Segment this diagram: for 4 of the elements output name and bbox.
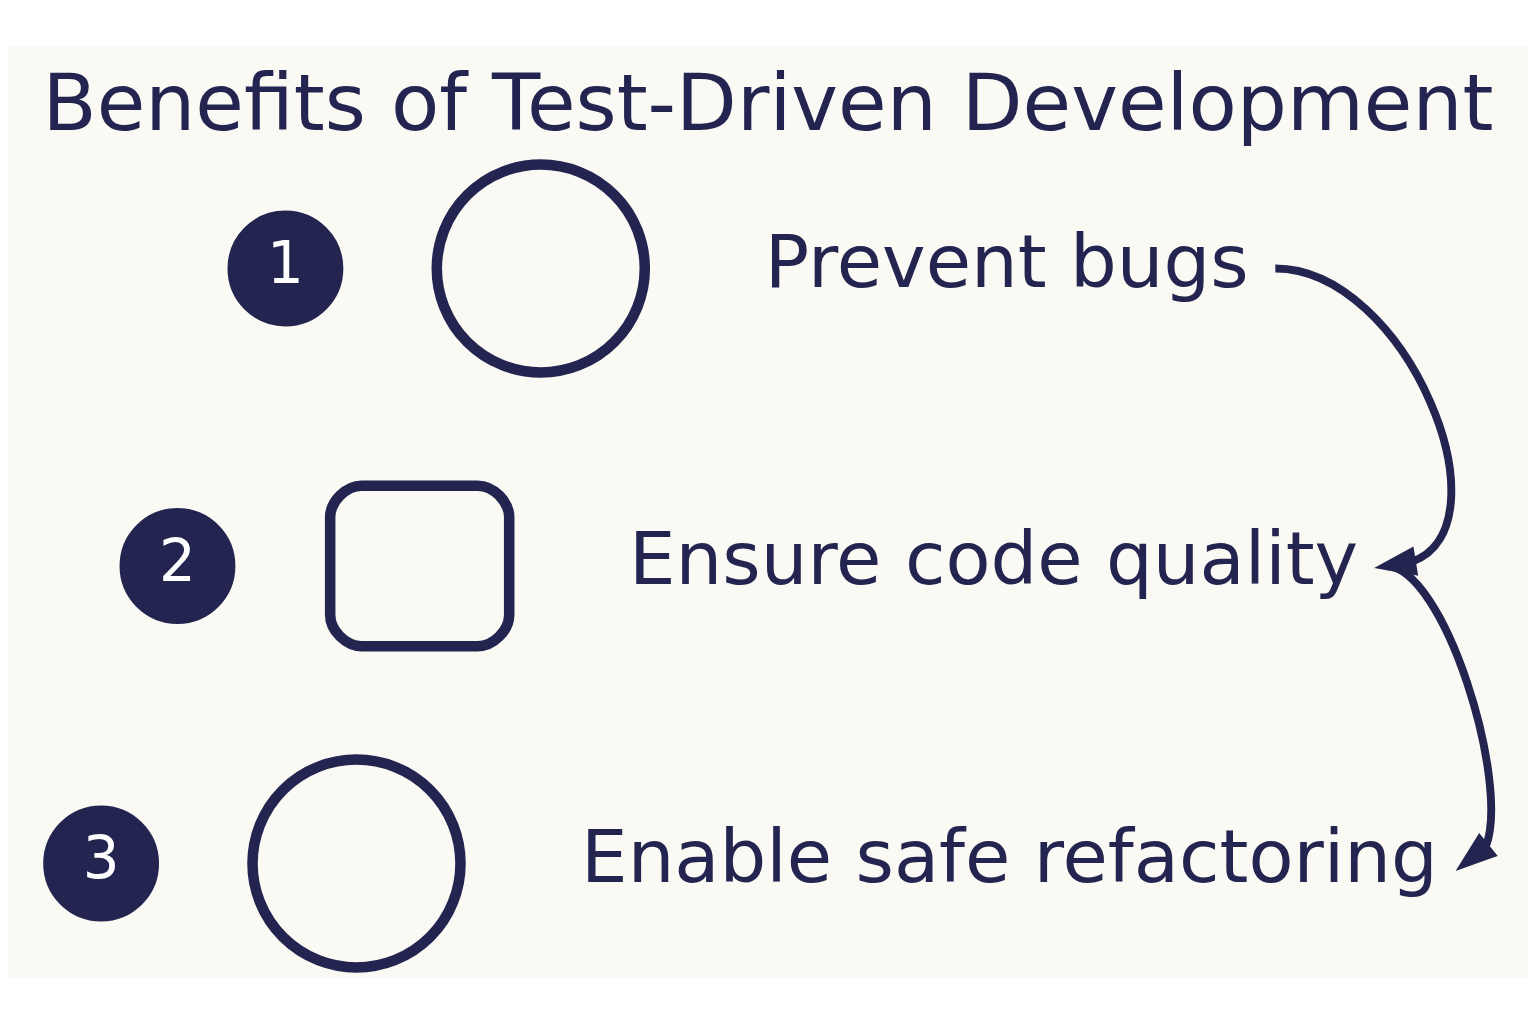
node-text: Ensure code quality [629,516,1359,602]
node-text: Enable safe refactoring [581,813,1438,899]
diagram-title: Benefits of Test-Driven Development [42,57,1494,150]
node-text: Prevent bugs [764,218,1249,304]
